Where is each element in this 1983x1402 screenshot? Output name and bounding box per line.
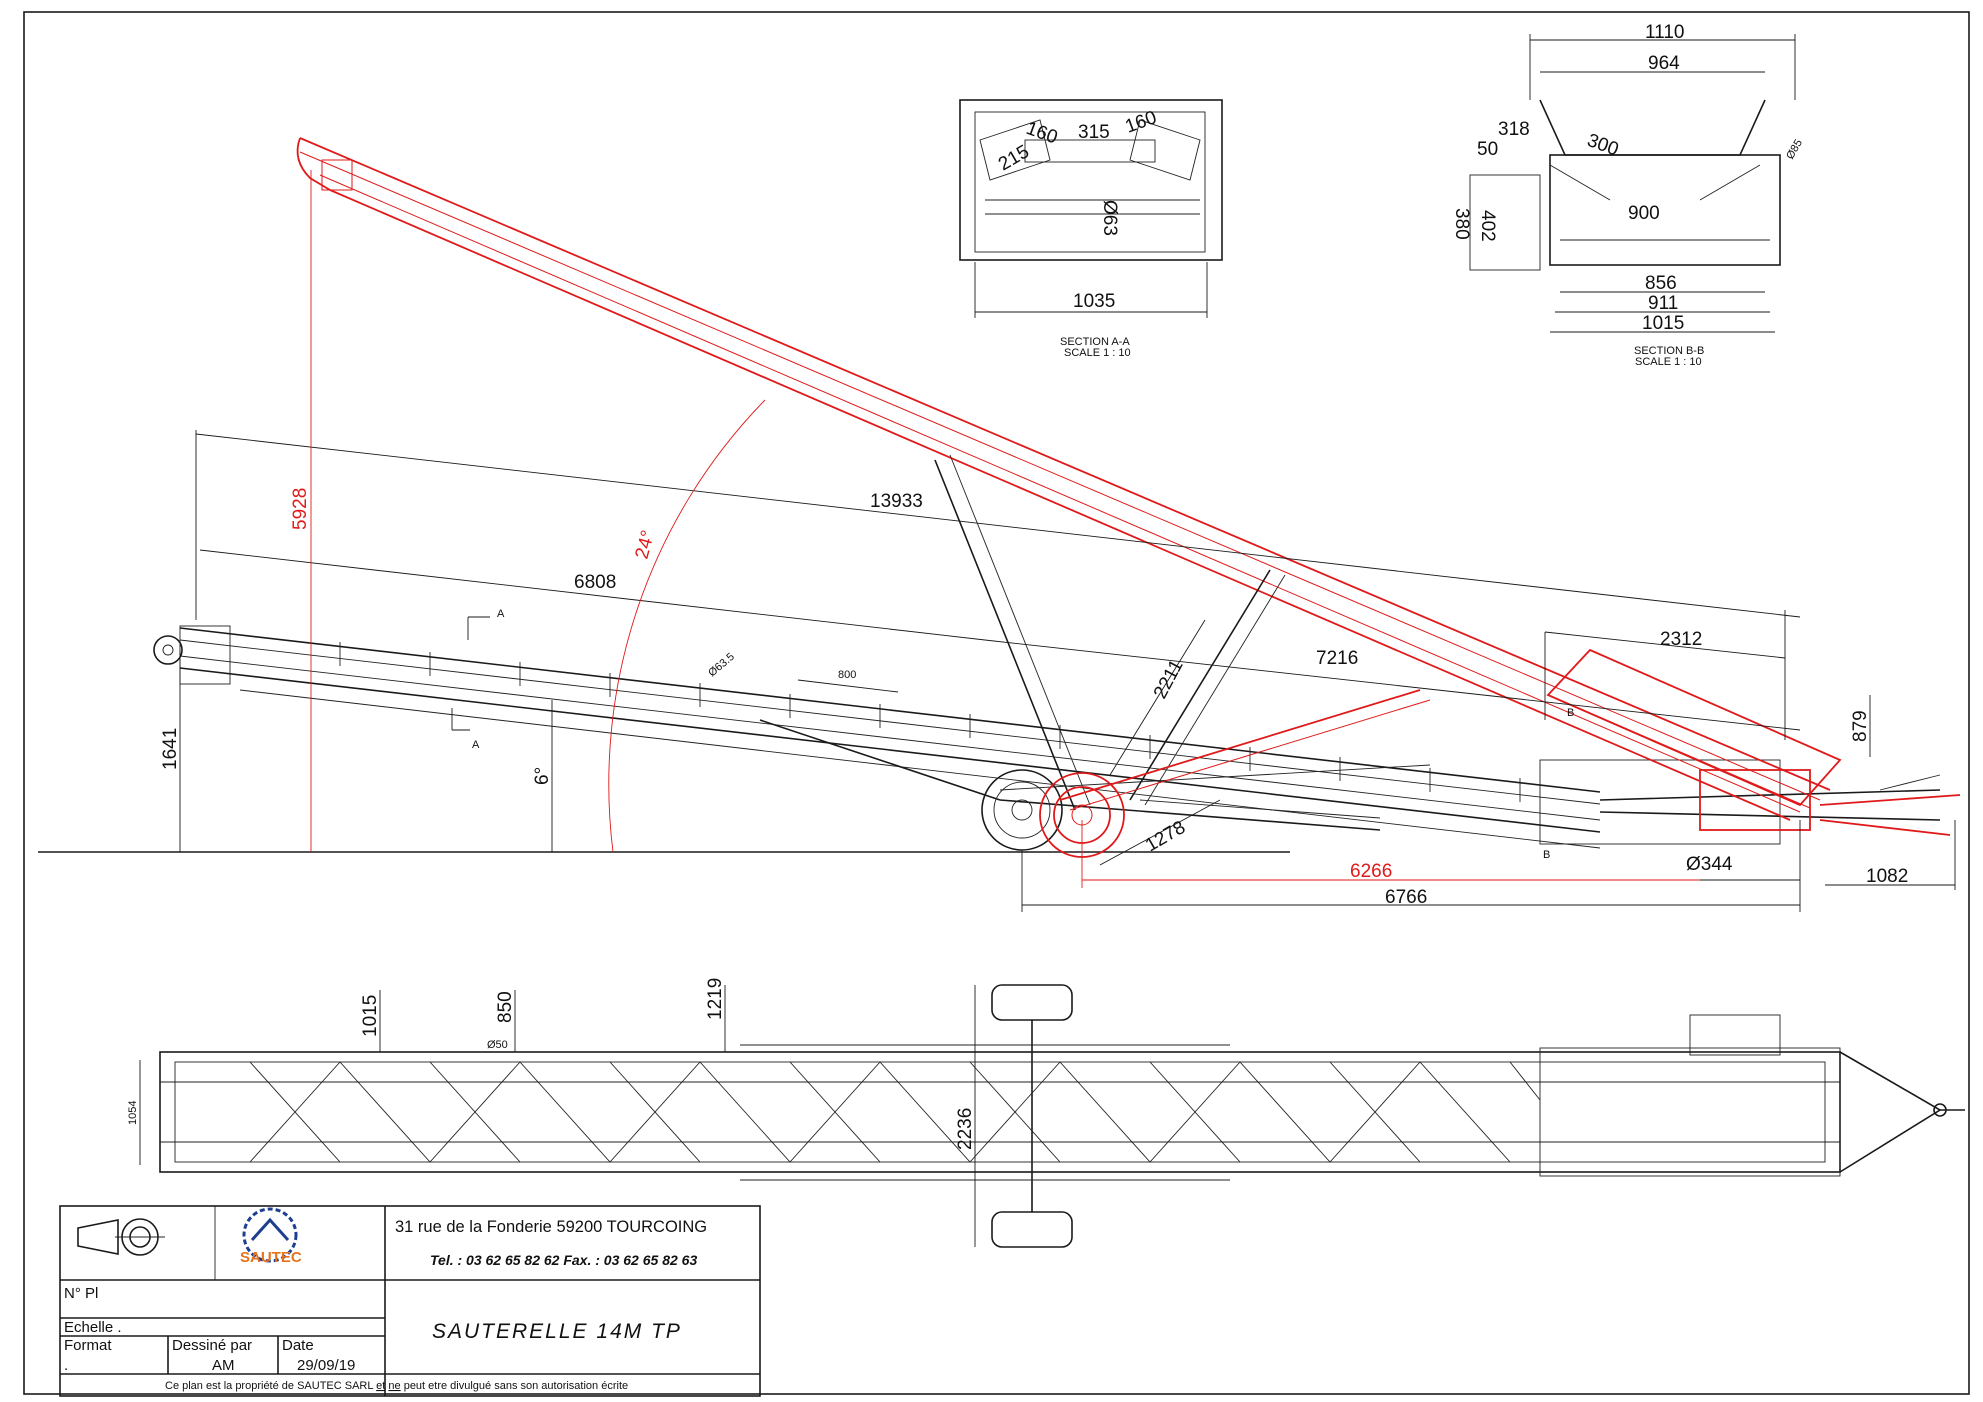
bb-dim-300: 300	[1584, 130, 1621, 161]
bb-dim-1110: 1110	[1645, 22, 1684, 43]
dim-1278: 1278	[1142, 817, 1189, 856]
dim-13933: 13933	[870, 491, 923, 512]
plan-number-label: N° Pl	[64, 1285, 98, 1302]
sheet-border	[23, 11, 1970, 1395]
title-block: SAUTEC 31 rue de la Fonderie 59200 TOURC…	[59, 1205, 761, 1397]
bb-dim-1015: 1015	[1642, 313, 1684, 334]
plan-dim-850: 850	[495, 991, 516, 1023]
section-a-a: 1035 160 315 160 215 Ø63 SECTION A-A SCA…	[959, 99, 1223, 359]
bb-dim-380: 380	[1451, 208, 1472, 240]
drawn-by-label: Dessiné par	[172, 1337, 252, 1354]
bb-scale: SCALE 1 : 10	[1635, 356, 1702, 368]
section-mark-a-top: A	[497, 608, 505, 620]
hopper-raised	[1546, 648, 1842, 807]
plan-view: 1015 850 Ø50 1219 2236 1054	[127, 978, 1965, 1248]
wheel-top	[991, 984, 1073, 1021]
plan-dim-2236: 2236	[955, 1108, 976, 1150]
dim-879: 879	[1850, 710, 1871, 742]
wheel-bottom	[991, 1211, 1073, 1248]
bb-dim-402: 402	[1477, 210, 1498, 242]
dim-5928: 5928	[290, 488, 311, 530]
aa-dim-63: Ø63	[1099, 200, 1120, 236]
conveyor-raised	[296, 137, 1961, 858]
plan-dim-50: Ø50	[487, 1039, 508, 1051]
section-mark-a-bottom: A	[472, 739, 480, 751]
dim-344: Ø344	[1686, 854, 1733, 875]
projection-symbol-icon	[77, 1218, 165, 1256]
company-address: 31 rue de la Fonderie 59200 TOURCOING	[395, 1218, 707, 1236]
aa-scale: SCALE 1 : 10	[1064, 347, 1131, 359]
ownership-notice: Ce plan est la propriété de SAUTEC SARL …	[165, 1380, 628, 1392]
sautec-logo: SAUTEC	[240, 1207, 302, 1266]
bb-dim-911: 911	[1648, 293, 1678, 314]
dim-6266: 6266	[1350, 861, 1392, 882]
aa-dim-315: 315	[1078, 122, 1110, 143]
bb-dim-900: 900	[1628, 203, 1660, 224]
section-mark-b-top: B	[1567, 707, 1574, 719]
logo-text: SAUTEC	[240, 1249, 302, 1266]
section-b-b: 1110 964 318 50 300 Ø85 402 380 900 856 …	[1451, 22, 1805, 368]
format-label: Format	[64, 1337, 112, 1354]
company-phone: Tel. : 03 62 65 82 62 Fax. : 03 62 65 82…	[430, 1252, 697, 1268]
section-mark-b-bottom: B	[1543, 849, 1550, 861]
truss-diagonals	[249, 1061, 1541, 1163]
bb-dim-50: 50	[1477, 139, 1498, 160]
head-drum	[153, 635, 183, 665]
dim-2312: 2312	[1660, 629, 1702, 650]
bb-dim-85: Ø85	[1784, 137, 1805, 161]
plan-dim-1219: 1219	[705, 978, 726, 1020]
dim-1082: 1082	[1866, 866, 1908, 887]
dim-1641: 1641	[160, 728, 181, 770]
side-view: 13933 6808 7216 2312 5928 1641 24° 6°	[38, 137, 1961, 912]
aa-dim-160-left: 160	[1023, 118, 1060, 149]
bb-caption: SECTION B-B	[1634, 345, 1704, 357]
dim-2211: 2211	[1150, 656, 1188, 702]
plan-dim-1054: 1054	[127, 1101, 139, 1125]
dim-angle-6: 6°	[532, 767, 553, 785]
bb-dim-964: 964	[1648, 53, 1680, 74]
bb-dim-856: 856	[1645, 273, 1677, 294]
aa-dim-1035: 1035	[1073, 291, 1115, 312]
dim-7216: 7216	[1316, 648, 1358, 669]
date-label: Date	[282, 1337, 314, 1354]
drawing-title: SAUTERELLE 14M TP	[432, 1320, 682, 1343]
drawn-by-value: AM	[212, 1357, 235, 1374]
date-value: 29/09/19	[297, 1357, 355, 1374]
format-value: .	[64, 1357, 68, 1374]
plan-dim-1015: 1015	[360, 995, 381, 1037]
idler-stations	[339, 642, 1521, 802]
dim-angle-24: 24°	[632, 528, 660, 561]
dim-800: 800	[838, 669, 856, 681]
conveyor-lowered	[153, 625, 1941, 851]
dim-6766: 6766	[1385, 887, 1427, 908]
dim-6808: 6808	[574, 572, 616, 593]
scale-label: Echelle .	[64, 1319, 122, 1336]
aa-caption: SECTION A-A	[1060, 336, 1130, 348]
dim-roller-635: Ø63.5	[706, 651, 737, 679]
bb-dim-318: 318	[1498, 119, 1530, 140]
aa-dim-215: 215	[995, 141, 1033, 175]
